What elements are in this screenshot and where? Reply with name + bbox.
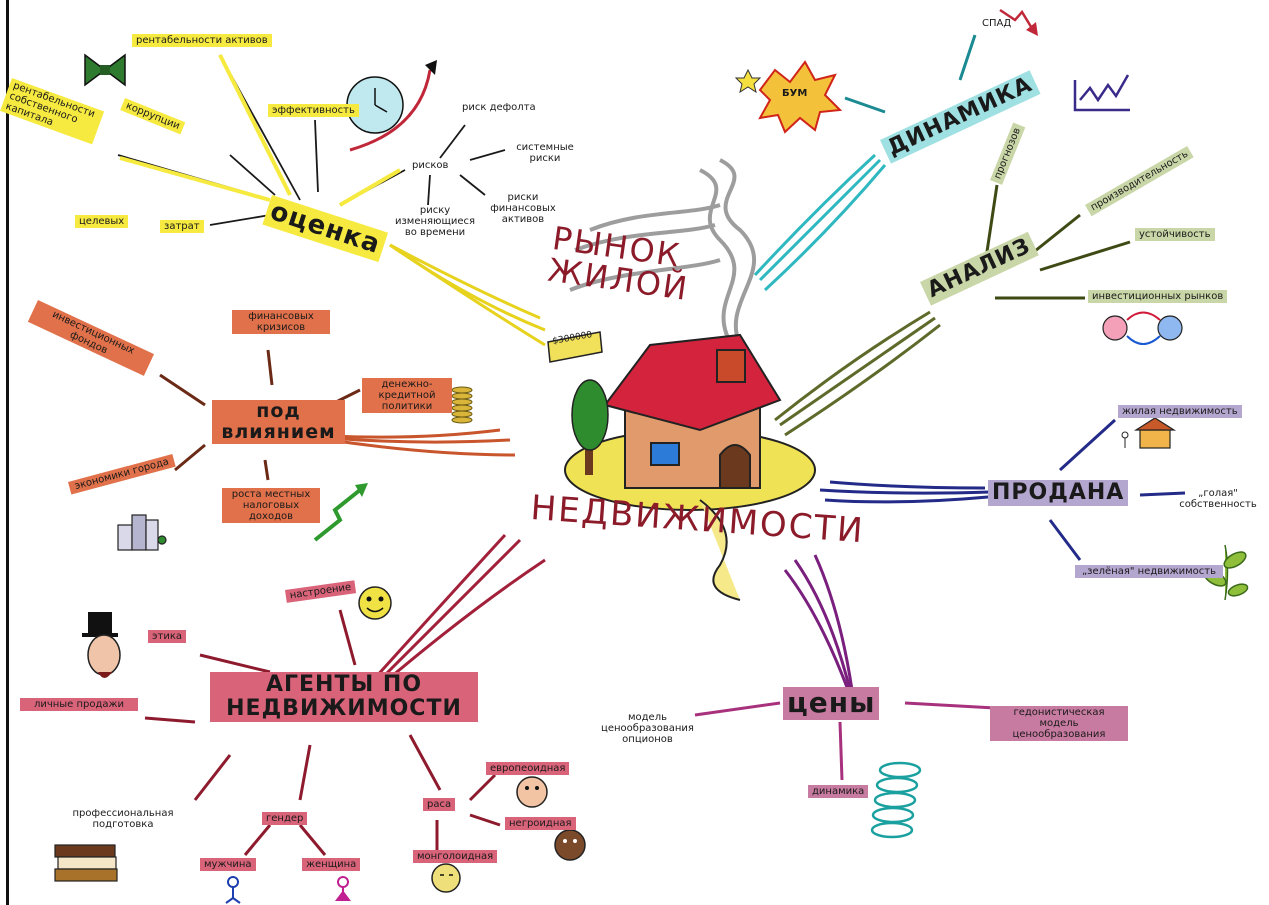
tseny-dinamika-label: динамика	[808, 785, 869, 798]
gedon-model-label: гедонистическая модель ценообразования	[990, 706, 1128, 741]
zelenaya-label: „зелёная" недвижимость	[1075, 565, 1223, 578]
lichnye-prodazhi-label: личные продажи	[20, 698, 138, 711]
riski-fin-aktivov-label: риски финансовых активов	[490, 192, 556, 225]
smiley-icon	[358, 586, 392, 620]
prodana-node: ПРОДАНА	[988, 480, 1129, 507]
top-hat-man-icon	[82, 612, 121, 678]
gender-label: гендер	[262, 812, 308, 825]
rentab-aktivov-label: рентабельности активов	[132, 34, 272, 47]
otsenka-yellow-strokes	[119, 54, 402, 207]
evropeoidnaya-label: европеоидная	[486, 762, 570, 775]
otsenka-branch-lines	[389, 243, 546, 347]
spring-icon	[870, 761, 922, 839]
negroidnaya-label: негроидная	[505, 817, 576, 830]
model-opts-label: модель ценообразования опционов	[601, 712, 694, 745]
bum-label: БУМ	[782, 88, 808, 99]
tseny-node: цены	[783, 687, 880, 720]
riskov-label: рисков	[412, 160, 449, 171]
dinamika-sub-lines	[844, 34, 977, 114]
prodana-branch-lines	[819, 480, 991, 504]
zhenshchina-label: женщина	[302, 858, 361, 871]
prodana-sub-lines	[1048, 418, 1186, 561]
agenty-sub-lines	[144, 609, 501, 856]
boom-burst-icon	[734, 60, 843, 134]
dinamika-branch-lines	[753, 153, 887, 292]
prof-podgotovka-label: профессиональная подготовка	[72, 808, 174, 830]
house-icon	[564, 333, 816, 601]
pod-vliyaniem-node: под влиянием	[212, 400, 345, 444]
risk-defolta-label: риск дефолта	[462, 102, 536, 113]
dk-politiki-label: денежно-кредитной политики	[362, 378, 452, 413]
rising-graph-icon	[1073, 74, 1130, 112]
books-icon	[54, 844, 118, 882]
rosta-nalogov-label: роста местных налоговых доходов	[222, 488, 320, 523]
invest-rynkov-label: инвестиционных рынков	[1088, 290, 1228, 303]
man-icon	[225, 876, 241, 904]
ustoichivost-label: устойчивость	[1135, 228, 1215, 241]
analiz-branch-lines	[774, 310, 941, 437]
dollar-house-cycle-icon	[1102, 311, 1183, 345]
risku-izm-label: риску изменяющиеся во времени	[394, 205, 476, 238]
buildings-icon	[117, 514, 167, 551]
tseny-branch-lines	[783, 554, 854, 691]
zhilaya-label: жилая недвижимость	[1118, 405, 1242, 418]
vliyanie-branch-lines	[329, 428, 516, 457]
clock-icon	[346, 60, 437, 152]
otsenka-sub-lines	[117, 54, 506, 226]
growth-arrow-icon	[313, 483, 368, 542]
bow-tie-icon	[84, 53, 126, 87]
small-house-icon	[1121, 417, 1177, 449]
tseny-sub-lines	[694, 701, 996, 781]
rasa-label: раса	[423, 798, 456, 811]
woman-icon	[335, 876, 351, 901]
etika-label: этика	[148, 630, 186, 643]
page-border	[6, 0, 9, 905]
tselevykh-label: целевых	[75, 215, 129, 228]
fin-krizisov-label: финансовых кризисов	[232, 310, 330, 334]
smoke-icon	[569, 158, 756, 352]
mongoloid-face-icon	[431, 863, 461, 893]
negroid-face-icon	[554, 829, 586, 861]
european-face-icon	[516, 776, 548, 808]
coins-icon	[451, 386, 473, 424]
agenty-node: АГЕНТЫ ПО НЕДВИЖИМОСТИ	[210, 672, 478, 723]
decline-arrow-icon	[999, 8, 1038, 36]
sistemnye-riski-label: системные риски	[516, 142, 574, 164]
golaya-label: „голая" собственность	[1179, 488, 1257, 510]
mongoloidnaya-label: монголоидная	[413, 850, 498, 863]
zatrat-label: затрат	[160, 220, 204, 233]
price-tag-icon	[547, 331, 603, 363]
muzhchina-label: мужчина	[200, 858, 256, 871]
agenty-branch-lines	[373, 533, 546, 684]
effektivnost-label: эффективность	[268, 104, 359, 117]
spad-label: СПАД	[982, 18, 1012, 29]
